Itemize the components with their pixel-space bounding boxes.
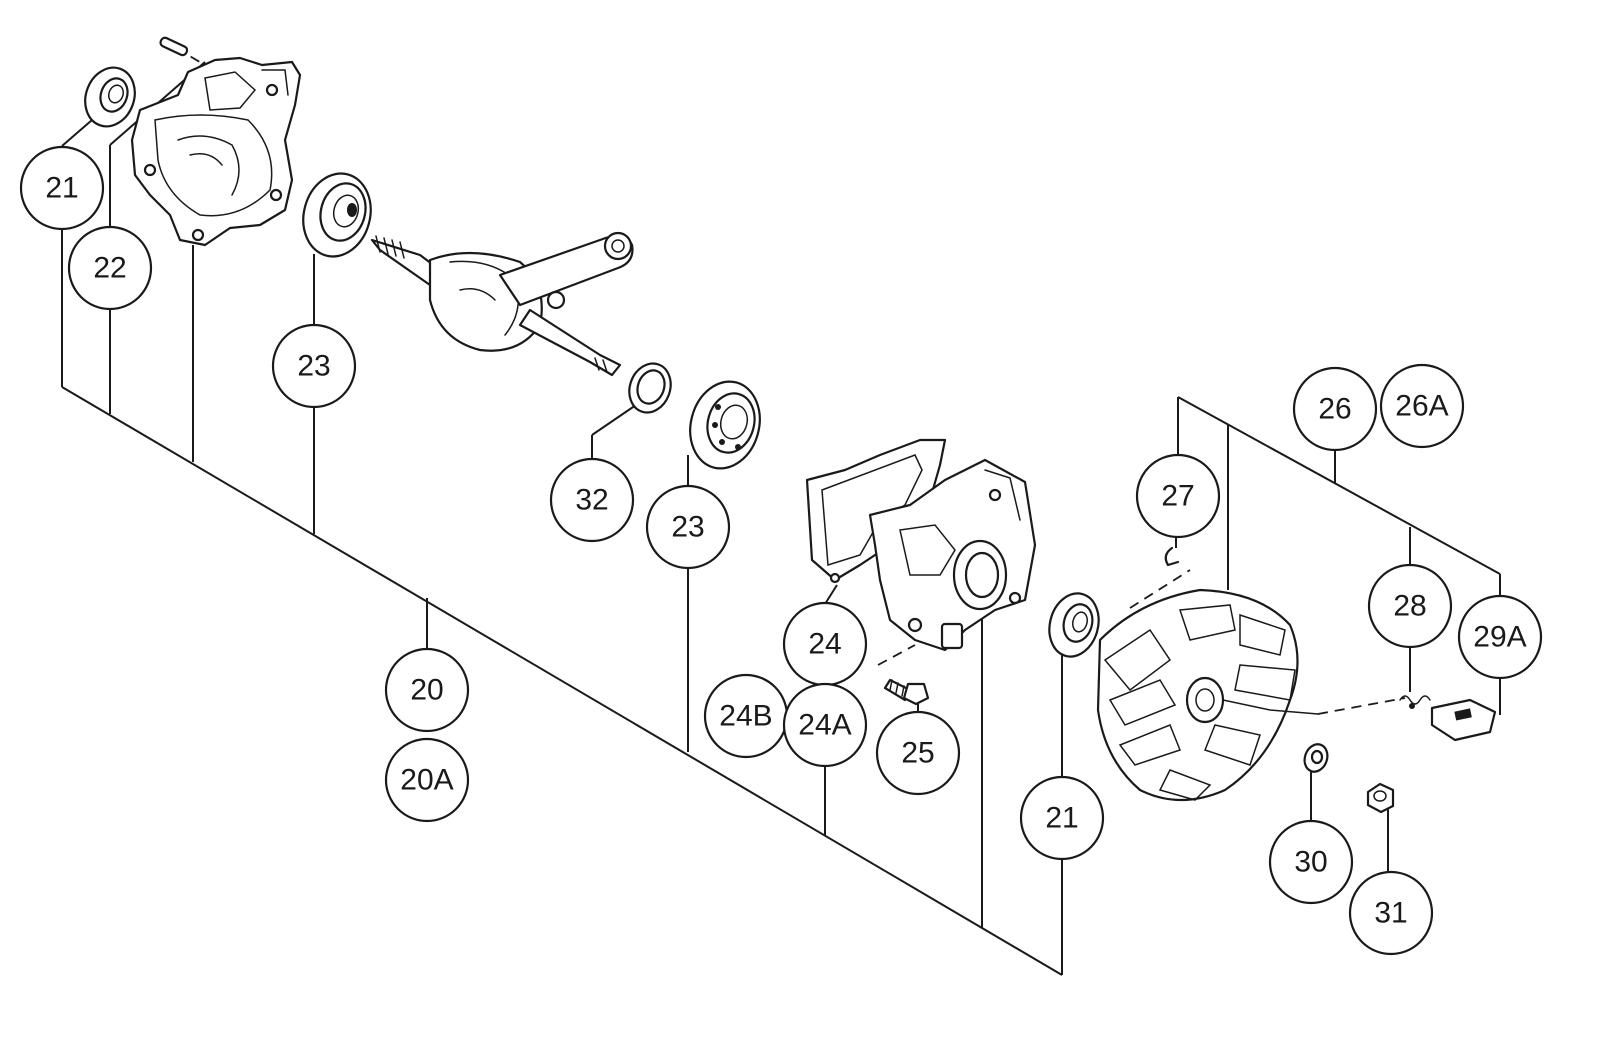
callout-label: 23 — [671, 511, 704, 544]
callout-label: 28 — [1393, 590, 1426, 623]
ball-bearing-icon — [302, 172, 372, 258]
washer-icon — [1303, 743, 1329, 773]
callout-label: 25 — [901, 737, 934, 770]
nut-icon — [1366, 782, 1395, 814]
ball-bearing-icon — [1048, 592, 1100, 658]
callout-25: 25 — [875, 710, 961, 796]
callout-label: 32 — [575, 484, 608, 517]
callout-label: 24B — [719, 700, 772, 733]
callout-29A: 29A — [1457, 594, 1543, 680]
callout-20: 20 — [384, 647, 470, 733]
callout-24B: 24B — [703, 673, 789, 759]
callout-23: 23 — [645, 484, 731, 570]
ball-bearing-icon — [84, 66, 136, 128]
callout-22: 22 — [67, 225, 153, 311]
crankcase-icon — [868, 458, 1037, 652]
pawl-icon — [1430, 698, 1497, 742]
bolt-icon — [883, 678, 930, 706]
callout-30: 30 — [1268, 819, 1354, 905]
ring-icon — [628, 362, 672, 414]
callout-label: 27 — [1161, 480, 1194, 513]
callout-21: 21 — [19, 145, 105, 231]
callout-27: 27 — [1135, 453, 1221, 539]
callout-24: 24 — [782, 601, 868, 687]
callout-label: 24 — [808, 628, 841, 661]
flywheel-icon — [1096, 588, 1319, 802]
pin-icon — [159, 36, 189, 57]
callout-31: 31 — [1348, 870, 1434, 956]
callout-20A: 20A — [384, 737, 470, 823]
callout-32: 32 — [549, 457, 635, 543]
callout-label: 20A — [400, 764, 453, 797]
callout-label: 23 — [297, 350, 330, 383]
callout-26: 26 — [1292, 366, 1378, 452]
callout-24A: 24A — [782, 682, 868, 768]
callout-label: 30 — [1294, 846, 1327, 879]
crankcase-icon — [130, 56, 302, 247]
callout-label: 21 — [45, 172, 78, 205]
callout-label: 21 — [1045, 802, 1078, 835]
crankshaft-icon — [370, 231, 634, 377]
clip-icon — [1164, 546, 1180, 567]
callout-label: 31 — [1374, 897, 1407, 930]
callout-label: 20 — [410, 674, 443, 707]
callout-label: 26 — [1318, 393, 1351, 426]
ball-bearing-icon — [689, 380, 761, 470]
callout-label: 22 — [93, 252, 126, 285]
callout-label: 26A — [1395, 390, 1448, 423]
spring-icon — [1399, 695, 1431, 709]
callout-label: 29A — [1473, 621, 1526, 654]
callout-label: 24A — [798, 709, 851, 742]
callout-23: 23 — [271, 323, 357, 409]
callout-28: 28 — [1367, 563, 1453, 649]
callout-26A: 26A — [1379, 363, 1465, 449]
leader-lines — [61, 61, 1501, 976]
callout-21: 21 — [1019, 775, 1105, 861]
